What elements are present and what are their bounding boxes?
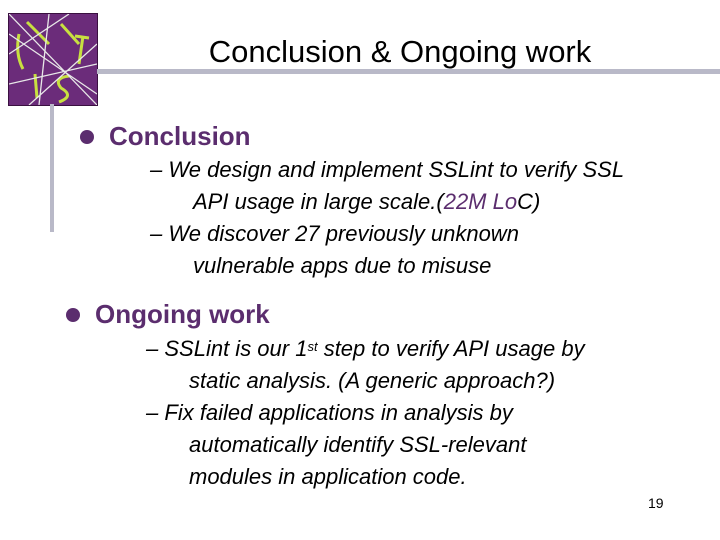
- superscript: st: [307, 339, 318, 354]
- section-heading-ongoing-work: Ongoing work: [66, 299, 270, 330]
- side-rule: [50, 104, 54, 232]
- item-text: API usage in large scale.(: [193, 189, 444, 214]
- list-item: – SSLint is our 1st step to verify API u…: [146, 333, 585, 493]
- list-item: – We design and implement SSLint to veri…: [150, 154, 624, 282]
- dash: –: [150, 157, 163, 182]
- section-heading-conclusion: Conclusion: [80, 121, 251, 152]
- item-text: C): [517, 189, 541, 214]
- item-text: SSLint is our 1: [164, 336, 308, 361]
- item-text: Fix failed applications in analysis by: [164, 400, 513, 425]
- page-number: 19: [648, 495, 664, 511]
- university-logo: [8, 13, 98, 106]
- item-text: step to verify API usage by: [317, 336, 585, 361]
- slide-title: Conclusion & Ongoing work: [208, 34, 592, 69]
- item-text: static analysis. (A generic approach?): [189, 368, 556, 393]
- item-text: We design and implement SSLint to verify…: [168, 157, 625, 182]
- bullet-dot: [66, 307, 80, 322]
- item-text: modules in application code.: [189, 464, 467, 489]
- bullet-dot: [80, 129, 94, 144]
- dash: –: [146, 400, 159, 425]
- dash: –: [146, 336, 159, 361]
- title-rule: [97, 69, 720, 74]
- section-heading-label: Conclusion: [109, 121, 251, 151]
- dash: –: [150, 221, 163, 246]
- item-text: vulnerable apps due to misuse: [193, 253, 492, 278]
- highlighted-text: 22M Lo: [443, 189, 518, 214]
- item-text: We discover 27 previously unknown: [168, 221, 519, 246]
- item-text: automatically identify SSL-relevant: [189, 432, 527, 457]
- section-heading-label: Ongoing work: [95, 299, 270, 329]
